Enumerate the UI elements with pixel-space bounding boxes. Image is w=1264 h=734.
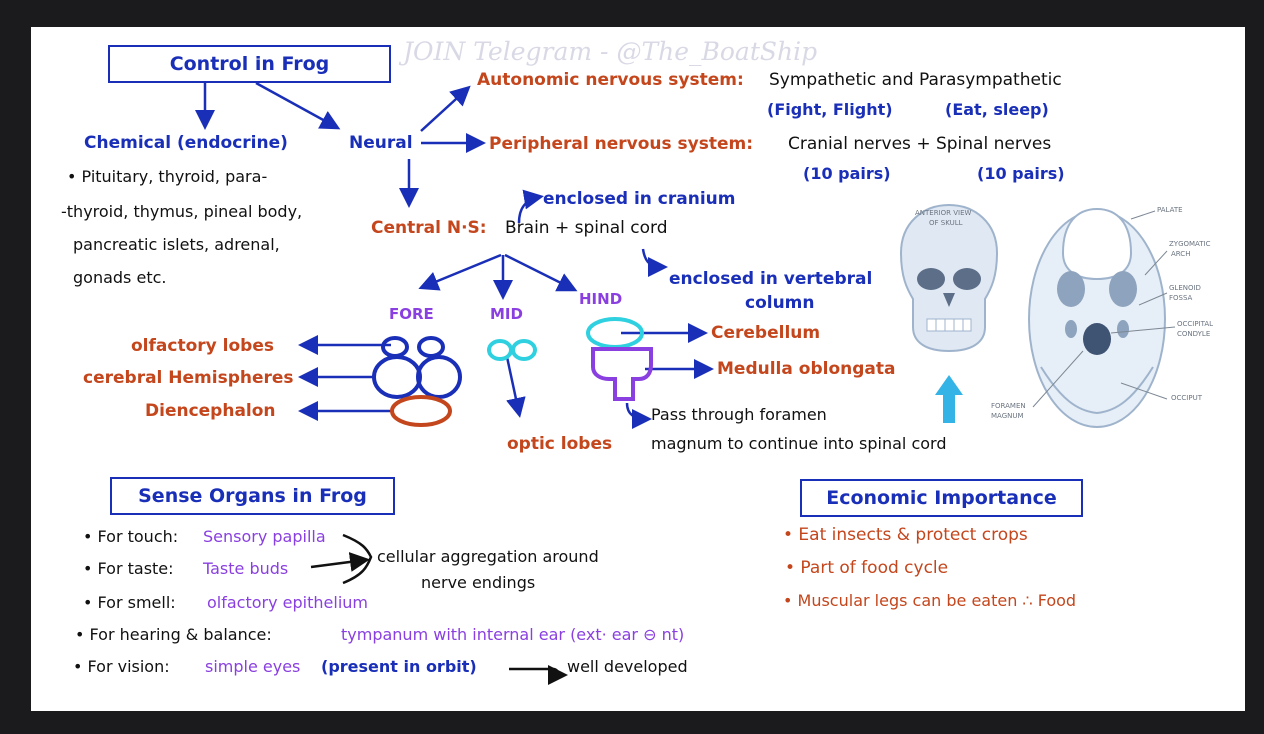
- notes-sheet: JOIN Telegram - @The_BoatShip Control in…: [31, 27, 1245, 711]
- occipital-label-1: OCCIPITAL: [1177, 320, 1214, 328]
- arrow-to-vertebral: [641, 248, 668, 277]
- economic-item-1: • Eat insects & protect crops: [783, 525, 1028, 545]
- control-title: Control in Frog: [169, 53, 330, 75]
- arrows-and-brain-drawing: [195, 81, 1176, 685]
- anterior-skull-drawing: [899, 203, 999, 353]
- chemical-label: Chemical (endocrine): [84, 133, 288, 153]
- autonomic-label: Autonomic nervous system:: [477, 70, 744, 90]
- vision-value: simple eyes: [205, 657, 301, 676]
- chemical-list-line-2: -thyroid, thymus, pineal body,: [61, 202, 303, 221]
- arrow-to-foramen-note: [625, 402, 652, 429]
- cerebral-hemisphere-right: [416, 355, 462, 399]
- foramen-note-line-1: Pass through foramen: [651, 405, 827, 424]
- chemical-list-line-3: pancreatic islets, adrenal,: [73, 235, 280, 254]
- medulla-shape: [591, 347, 653, 401]
- zygomatic-label-1: ZYGOMATIC: [1169, 240, 1211, 248]
- cerebral-hemispheres-label: cerebral Hemispheres: [83, 368, 294, 388]
- hearing-value: tympanum with internal ear (ext· ear ⊖ n…: [341, 625, 685, 644]
- autonomic-desc: Sympathetic and Parasympathetic: [769, 70, 1062, 90]
- smell-value: olfactory epithelium: [207, 593, 368, 612]
- aggregation-line-1: cellular aggregation around: [377, 547, 599, 566]
- peripheral-label: Peripheral nervous system:: [489, 134, 754, 154]
- arrow-to-cranium: [517, 189, 544, 224]
- arrow-to-optic-lobes: [505, 356, 526, 418]
- enclosed-vertebral-line-2: column: [745, 293, 815, 313]
- well-developed-note: well developed: [567, 657, 688, 676]
- anterior-view-label-1: ANTERIOR VIEW: [915, 209, 972, 217]
- inferior-skull-drawing: [1028, 207, 1166, 428]
- olfactory-lobe-right: [417, 336, 445, 358]
- hearing-label: • For hearing & balance:: [75, 625, 272, 644]
- smell-label: • For smell:: [83, 593, 176, 612]
- optic-lobe-right: [511, 339, 537, 361]
- chemical-list-line-4: gonads etc.: [73, 268, 167, 287]
- cerebellum-label: Cerebellum: [711, 323, 821, 343]
- olfactory-lobe-left: [381, 336, 409, 358]
- glenoid-label-2: FOSSA: [1169, 294, 1193, 302]
- zygomatic-label-2: ARCH: [1171, 250, 1191, 258]
- foramen-note-line-2: magnum to continue into spinal cord: [651, 434, 947, 453]
- enclosed-cranium-note: enclosed in cranium: [543, 189, 736, 209]
- fight-flight-note: (Fight, Flight): [767, 100, 893, 119]
- fore-label: FORE: [389, 305, 434, 323]
- arrow-to-neural: [255, 81, 341, 130]
- peripheral-desc: Cranial nerves + Spinal nerves: [788, 134, 1052, 154]
- taste-label: • For taste:: [83, 559, 174, 578]
- skull-view-arrow: [935, 375, 963, 423]
- cranial-pairs-note: (10 pairs): [803, 164, 891, 183]
- economic-item-3: • Muscular legs can be eaten ∴ Food: [783, 591, 1077, 610]
- eat-sleep-note: (Eat, sleep): [945, 100, 1049, 119]
- touch-value: Sensory papilla: [203, 527, 326, 546]
- central-desc: Brain + spinal cord: [505, 218, 668, 238]
- central-label: Central N·S:: [371, 218, 487, 238]
- anterior-view-label-2: OF SKULL: [929, 219, 963, 227]
- olfactory-lobes-label: olfactory lobes: [131, 336, 274, 356]
- arrow-to-autonomic: [420, 85, 471, 132]
- foramen-label-2: MAGNUM: [991, 412, 1024, 420]
- watermark: JOIN Telegram - @The_BoatShip: [403, 37, 818, 66]
- palate-label: PALATE: [1157, 206, 1183, 214]
- vision-orbit-note: (present in orbit): [321, 657, 477, 676]
- control-title-box: Control in Frog: [108, 45, 391, 83]
- touch-label: • For touch:: [83, 527, 179, 546]
- optic-lobe-left: [487, 339, 513, 361]
- sense-title: Sense Organs in Frog: [138, 485, 367, 507]
- glenoid-label-1: GLENOID: [1169, 284, 1201, 292]
- aggregation-brace: [342, 533, 373, 585]
- vision-label: • For vision:: [73, 657, 170, 676]
- arrow-to-fore: [418, 253, 502, 291]
- optic-lobes-label: optic lobes: [507, 434, 613, 454]
- economic-title-box: Economic Importance: [800, 479, 1083, 517]
- arrow-to-well-developed: [509, 665, 568, 685]
- occipital-label-2: CONDYLE: [1177, 330, 1211, 338]
- economic-item-2: • Part of food cycle: [785, 558, 949, 578]
- chemical-list-line-1: • Pituitary, thyroid, para-: [67, 167, 268, 186]
- diencephalon-shape: [390, 395, 452, 427]
- cerebral-hemisphere-left: [372, 355, 422, 399]
- occiput-label: OCCIPUT: [1171, 394, 1202, 402]
- hind-label: HIND: [579, 290, 623, 308]
- mid-label: MID: [490, 305, 523, 323]
- spinal-pairs-note: (10 pairs): [977, 164, 1065, 183]
- economic-title: Economic Importance: [826, 487, 1057, 509]
- aggregation-line-2: nerve endings: [421, 573, 536, 592]
- diencephalon-label: Diencephalon: [145, 401, 276, 421]
- foramen-label-1: FORAMEN: [991, 402, 1026, 410]
- taste-value: Taste buds: [203, 559, 289, 578]
- arrow-taste-to-brace: [310, 552, 370, 572]
- enclosed-vertebral-line-1: enclosed in vertebral: [669, 269, 873, 289]
- arrow-to-hind: [504, 253, 578, 292]
- medulla-label: Medulla oblongata: [717, 359, 896, 379]
- neural-label: Neural: [349, 133, 413, 153]
- sense-title-box: Sense Organs in Frog: [110, 477, 395, 515]
